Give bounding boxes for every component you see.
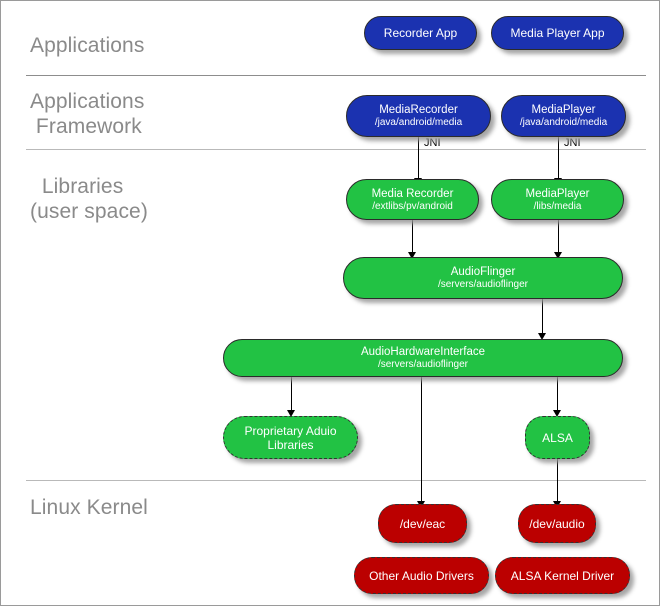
node-audioflinger-title: AudioFlinger bbox=[450, 266, 516, 278]
node-media-player-app[interactable]: Media Player App bbox=[491, 16, 624, 50]
section-label-applications-framework-line1: Applications bbox=[30, 90, 145, 113]
section-label-linux-kernel: Linux Kernel bbox=[30, 496, 148, 519]
node-recorder-app-title: Recorder App bbox=[383, 26, 458, 40]
connector-mediaplayer-jni bbox=[558, 137, 559, 181]
node-mediaplayer-library[interactable]: MediaPlayer /libs/media bbox=[491, 179, 624, 220]
section-label-applications: Applications bbox=[30, 34, 145, 57]
node-alsa-title: ALSA bbox=[542, 430, 573, 445]
node-mediaplayer-library-title: MediaPlayer bbox=[525, 187, 590, 200]
connector-alsa-dev-audio bbox=[557, 459, 558, 505]
node-proprietary-audio-libraries[interactable]: Proprietary Aduio Libraries bbox=[223, 416, 358, 459]
node-mediaplayer-framework-path: /java/android/media bbox=[519, 117, 608, 128]
arrowhead-audioflinger-audiohardwareinterface bbox=[538, 333, 546, 340]
divider-applications bbox=[26, 75, 646, 76]
node-audioflinger[interactable]: AudioFlinger /servers/audioflinger bbox=[343, 257, 623, 299]
arrowhead-mediarecorderlib-audioflinger bbox=[408, 252, 416, 259]
connector-audioflinger-audiohardwareinterface bbox=[542, 299, 543, 337]
node-dev-eac[interactable]: /dev/eac bbox=[378, 504, 467, 543]
node-proprietary-audio-libraries-title: Proprietary Aduio Libraries bbox=[244, 423, 337, 452]
connector-mediarecorderlib-audioflinger bbox=[412, 220, 413, 256]
node-mediarecorder-framework-path: /java/android/media bbox=[374, 117, 463, 128]
node-audioflinger-path: /servers/audioflinger bbox=[437, 279, 529, 290]
node-audiohardwareinterface-path: /servers/audioflinger bbox=[377, 359, 469, 370]
divider-applications-framework bbox=[26, 149, 646, 150]
node-dev-audio-title: /dev/audio bbox=[529, 516, 585, 531]
node-mediarecorder-framework[interactable]: MediaRecorder /java/android/media bbox=[346, 95, 491, 137]
arrowhead-ahi-alsa bbox=[553, 410, 561, 417]
connector-ahi-proprietary bbox=[291, 377, 292, 413]
node-media-player-app-title: Media Player App bbox=[510, 26, 605, 40]
section-label-libraries-line1: Libraries bbox=[30, 175, 124, 198]
arrowhead-mediaplayerlib-audioflinger bbox=[554, 252, 562, 259]
node-mediaplayer-framework[interactable]: MediaPlayer /java/android/media bbox=[501, 95, 626, 137]
node-audiohardwareinterface[interactable]: AudioHardwareInterface /servers/audiofli… bbox=[223, 339, 623, 377]
arrowhead-ahi-proprietary bbox=[287, 410, 295, 417]
connector-mediarecorder-jni bbox=[418, 137, 419, 181]
node-media-recorder-library[interactable]: Media Recorder /extlibs/pv/android bbox=[346, 179, 479, 220]
node-mediarecorder-framework-title: MediaRecorder bbox=[379, 104, 458, 116]
edge-label-jni-left: JNI bbox=[424, 137, 441, 149]
connector-ahi-alsa bbox=[557, 377, 558, 413]
node-dev-eac-title: /dev/eac bbox=[399, 516, 446, 531]
section-label-libraries-line2: (user space) bbox=[30, 200, 148, 223]
node-mediaplayer-library-path: /libs/media bbox=[533, 200, 582, 212]
node-other-audio-drivers-title: Other Audio Drivers bbox=[369, 568, 474, 583]
section-label-applications-framework-line2: Framework bbox=[30, 115, 142, 138]
node-alsa[interactable]: ALSA bbox=[525, 416, 590, 459]
node-media-recorder-library-title: Media Recorder bbox=[371, 187, 454, 200]
node-dev-audio[interactable]: /dev/audio bbox=[518, 504, 596, 543]
node-alsa-kernel-driver[interactable]: ALSA Kernel Driver bbox=[495, 557, 630, 594]
node-mediaplayer-framework-title: MediaPlayer bbox=[531, 104, 596, 116]
node-alsa-kernel-driver-title: ALSA Kernel Driver bbox=[510, 568, 615, 583]
edge-label-jni-right: JNI bbox=[564, 137, 581, 149]
connector-ahi-dev-eac bbox=[421, 377, 422, 505]
node-recorder-app[interactable]: Recorder App bbox=[364, 16, 477, 50]
divider-linux-kernel bbox=[26, 480, 646, 481]
node-other-audio-drivers[interactable]: Other Audio Drivers bbox=[354, 557, 489, 594]
connector-mediaplayerlib-audioflinger bbox=[558, 220, 559, 256]
node-audiohardwareinterface-title: AudioHardwareInterface bbox=[360, 346, 485, 358]
node-media-recorder-library-path: /extlibs/pv/android bbox=[372, 200, 453, 212]
